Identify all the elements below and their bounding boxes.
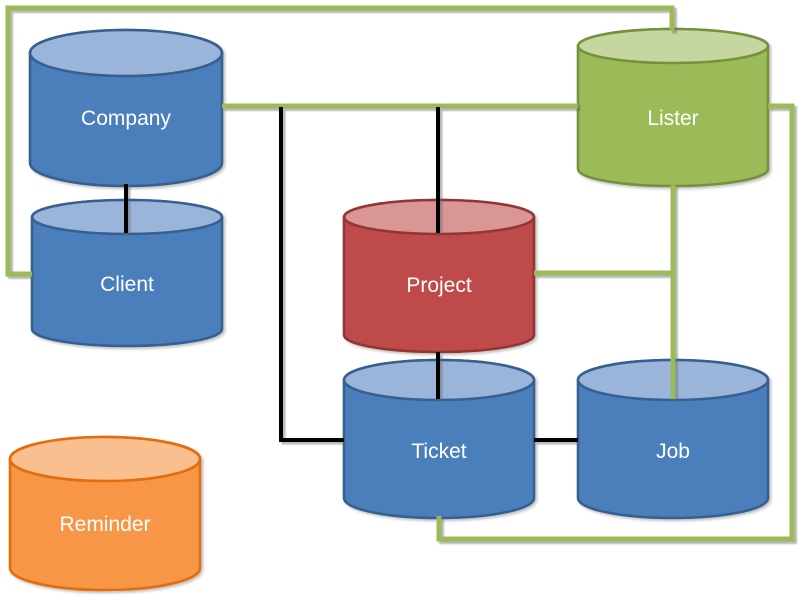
edges-layer: [5, 5, 795, 542]
node-company: Company: [28, 28, 224, 188]
job-label: Job: [656, 440, 690, 463]
company-label: Company: [81, 107, 171, 130]
lister-label: Lister: [647, 107, 698, 130]
project-label: Project: [406, 274, 472, 297]
reminder-cylinder-top-face: [8, 435, 202, 483]
edge-lister-ticket: [436, 103, 795, 542]
node-reminder: Reminder: [8, 435, 202, 592]
reminder-label: Reminder: [59, 513, 150, 536]
edge-client-lister: [5, 5, 675, 277]
company-cylinder-top-face: [28, 28, 224, 78]
nodes-layer: Company Client Lister Project Ticket: [8, 27, 770, 592]
node-lister: Lister: [576, 27, 770, 188]
ticket-label: Ticket: [411, 440, 466, 463]
edge-companyline-ticket: [279, 107, 344, 442]
client-label: Client: [100, 273, 154, 296]
lister-cylinder-top-face: [576, 27, 770, 65]
